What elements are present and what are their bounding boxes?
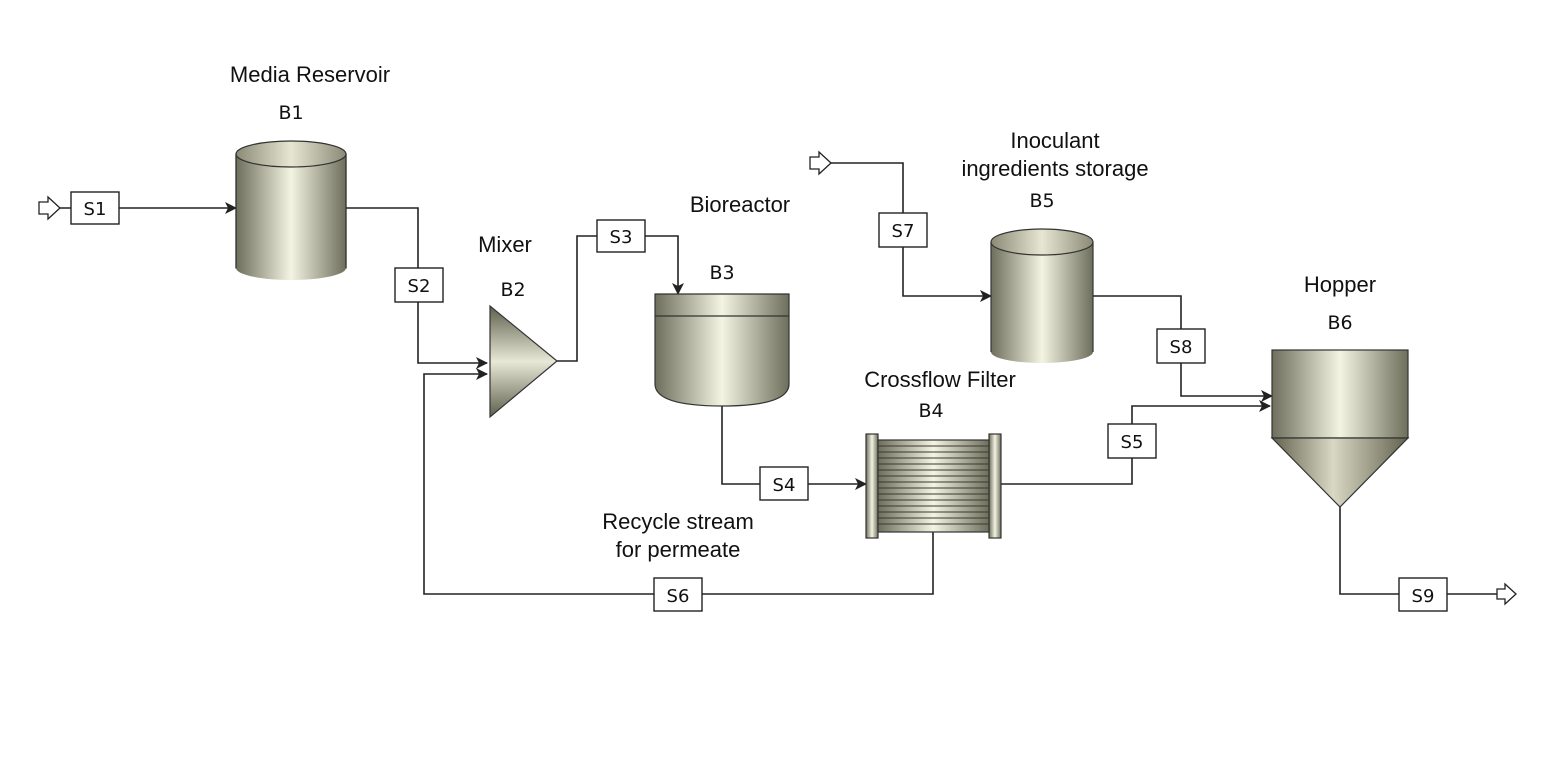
block-name-b5-line1: Inoculant <box>1010 128 1099 153</box>
recycle-annotation-line2: for permeate <box>616 537 741 562</box>
block-id-b5: B5 <box>1029 190 1054 212</box>
svg-text:S6: S6 <box>667 586 690 607</box>
stream-label-s5[interactable]: S5 <box>1107 423 1157 459</box>
block-name-b5-line2: ingredients storage <box>961 156 1148 181</box>
stream-label-s2[interactable]: S2 <box>394 267 444 303</box>
svg-text:S4: S4 <box>773 475 796 496</box>
stream-label-s6[interactable]: S6 <box>653 577 703 612</box>
block-name-b6: Hopper <box>1304 272 1376 297</box>
inoculant-storage-b5[interactable] <box>990 228 1094 363</box>
svg-text:S3: S3 <box>610 227 633 248</box>
block-id-b3: B3 <box>709 262 734 284</box>
svg-text:S7: S7 <box>892 221 915 242</box>
product-arrow-icon-s9 <box>1496 582 1517 606</box>
block-name-b4: Crossflow Filter <box>864 367 1016 392</box>
stream-label-s7[interactable]: S7 <box>878 212 928 248</box>
bioreactor-b3[interactable] <box>654 293 790 407</box>
mixer-b2[interactable] <box>489 304 558 419</box>
block-name-b2: Mixer <box>478 232 532 257</box>
stream-label-s9[interactable]: S9 <box>1398 577 1448 612</box>
stream-label-s1[interactable]: S1 <box>70 191 120 225</box>
feed-arrow-icon-s7 <box>809 150 832 176</box>
svg-text:S5: S5 <box>1121 432 1144 453</box>
block-id-b6: B6 <box>1327 312 1352 334</box>
svg-text:S9: S9 <box>1412 586 1435 607</box>
svg-text:S2: S2 <box>408 276 431 297</box>
stream-label-s8[interactable]: S8 <box>1156 328 1206 364</box>
stream-label-s4[interactable]: S4 <box>759 466 809 501</box>
block-id-b2: B2 <box>500 279 525 301</box>
stream-s6-line[interactable] <box>423 368 934 595</box>
block-id-b1: B1 <box>278 102 303 124</box>
svg-text:S1: S1 <box>84 199 107 220</box>
hopper-b6[interactable] <box>1270 349 1410 508</box>
recycle-annotation-line1: Recycle stream <box>602 509 754 534</box>
block-name-b1: Media Reservoir <box>230 62 390 87</box>
stream-label-s3[interactable]: S3 <box>596 219 646 253</box>
stream-s4-line[interactable] <box>721 406 867 490</box>
svg-text:S8: S8 <box>1170 337 1193 358</box>
crossflow-filter-b4[interactable] <box>865 433 1002 539</box>
media-reservoir-b1[interactable] <box>235 140 347 280</box>
block-id-b4: B4 <box>918 400 943 422</box>
stream-s3-line[interactable] <box>557 235 684 362</box>
block-name-b3: Bioreactor <box>690 192 790 217</box>
feed-arrow-icon-s1 <box>38 195 61 221</box>
